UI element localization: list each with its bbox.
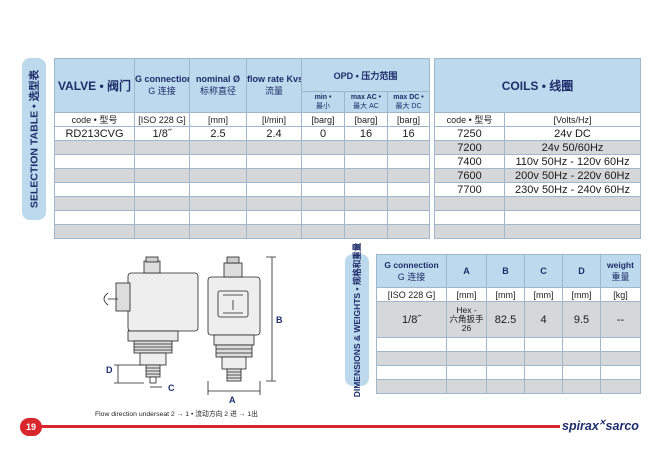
dims-c-header: C — [524, 254, 563, 288]
dims-a-header: A — [446, 254, 487, 288]
selection-table-tab: SELECTION TABLE • 选型表 — [22, 58, 46, 220]
unit-cell: [l/min] — [246, 112, 302, 127]
valve-drawing: D C A B — [103, 256, 283, 405]
coils-units-row: code • 型号 [Volts/Hz] — [434, 112, 642, 127]
coil-code: 7600 — [434, 168, 505, 183]
coil-voltage: 24v DC — [503, 126, 642, 141]
coil-code: 7200 — [434, 140, 505, 155]
table-row — [434, 210, 642, 225]
coil-voltage: 200v 50Hz - 220v 60Hz — [503, 168, 642, 183]
dimension-a-label: A — [229, 395, 236, 405]
table-row — [376, 379, 641, 394]
dimension-d-label: D — [106, 365, 113, 375]
unit-cell: [mm] — [189, 112, 247, 127]
unit-cell: [mm] — [524, 287, 563, 302]
table-row — [54, 154, 431, 169]
gconn-value: 1/8˝ — [134, 126, 190, 141]
dimension-b-label: B — [276, 315, 283, 325]
table-row — [434, 224, 642, 239]
table-row — [54, 210, 431, 225]
coils-table: COILS • 线圈 code • 型号 [Volts/Hz] 7250 24v… — [433, 58, 642, 239]
table-row — [54, 168, 431, 183]
coil-code: 7700 — [434, 182, 505, 197]
dimensions-tab: DIMENSIONS & WEIGHTS • 规格和重量 — [345, 243, 369, 397]
nominal-value: 2.5 — [189, 126, 247, 141]
coil-voltage: 24v 50/60Hz — [503, 140, 642, 155]
table-row: 7200 24v 50/60Hz — [434, 140, 642, 155]
unit-cell: [barg] — [344, 112, 388, 127]
opd-maxac-value: 16 — [344, 126, 388, 141]
table-row — [54, 182, 431, 197]
opd-header: OPD • 压力范围 — [300, 58, 431, 92]
dims-d-header: D — [562, 254, 601, 288]
coil-voltage: 110v 50Hz - 120v 60Hz — [503, 154, 642, 169]
unit-cell: [mm] — [562, 287, 601, 302]
dims-b-header: B — [486, 254, 525, 288]
opd-min-value: 0 — [301, 126, 345, 141]
coil-voltage: 230v 50Hz - 240v 60Hz — [503, 182, 642, 197]
coils-header: COILS • 线圈 — [433, 58, 642, 113]
dims-gconn-value: 1/8˝ — [376, 301, 447, 338]
unit-cell: code • 型号 — [54, 112, 135, 127]
footer-rule — [32, 425, 560, 428]
dimensions-label: DIMENSIONS & WEIGHTS • 规格和重量 — [352, 242, 362, 398]
unit-cell: [ISO 228 G] — [134, 112, 190, 127]
valve-code: RD213CVG — [54, 126, 135, 141]
coil-code: 7400 — [434, 154, 505, 169]
opd-min-header: min •最小 — [301, 91, 345, 113]
flow-value: 2.4 — [246, 126, 302, 141]
table-row — [434, 196, 642, 211]
dims-c-value: 4 — [524, 301, 563, 338]
table-row — [54, 196, 431, 211]
table-row — [54, 140, 431, 155]
table-row: RD213CVG 1/8˝ 2.5 2.4 0 16 16 — [54, 126, 431, 141]
dimension-c-label: C — [168, 383, 175, 393]
table-row — [54, 224, 431, 239]
opd-maxac-header: max AC •最大 AC — [344, 91, 388, 113]
dims-b-value: 82.5 — [486, 301, 525, 338]
table-row: 7250 24v DC — [434, 126, 642, 141]
opd-maxdc-header: max DC •最大 DC — [386, 91, 431, 113]
brand-logo: spirax✕sarco — [562, 418, 639, 434]
dims-d-value: 9.5 — [562, 301, 601, 338]
table-row — [376, 351, 641, 366]
opd-maxdc-value: 16 — [386, 126, 431, 141]
unit-cell: [ISO 228 G] — [376, 287, 447, 302]
selection-table-label: SELECTION TABLE • 选型表 — [28, 69, 41, 209]
table-row: 7400 110v 50Hz - 120v 60Hz — [434, 154, 642, 169]
dims-weight-value: -- — [600, 301, 641, 338]
valve-header: VALVE • 阀门 — [54, 58, 135, 113]
coil-code: 7250 — [434, 126, 505, 141]
table-row — [376, 337, 641, 352]
unit-cell: [mm] — [446, 287, 487, 302]
unit-cell: [mm] — [486, 287, 525, 302]
flow-direction-caption: Flow direction underseat 2 → 1 • 流动方向 2 … — [95, 411, 258, 418]
unit-cell: [barg] — [386, 112, 431, 127]
table-row: 7600 200v 50Hz - 220v 60Hz — [434, 168, 642, 183]
unit-cell: [Volts/Hz] — [503, 112, 642, 127]
dims-units-row: [ISO 228 G] [mm] [mm] [mm] [mm] [kg] — [376, 287, 641, 302]
unit-cell: code • 型号 — [434, 112, 505, 127]
page-number: 19 — [20, 418, 42, 436]
valve-units-row: code • 型号 [ISO 228 G] [mm] [l/min] [barg… — [54, 112, 431, 127]
unit-cell: [kg] — [600, 287, 641, 302]
table-row: 7700 230v 50Hz - 240v 60Hz — [434, 182, 642, 197]
table-row — [376, 365, 641, 380]
unit-cell: [barg] — [301, 112, 345, 127]
